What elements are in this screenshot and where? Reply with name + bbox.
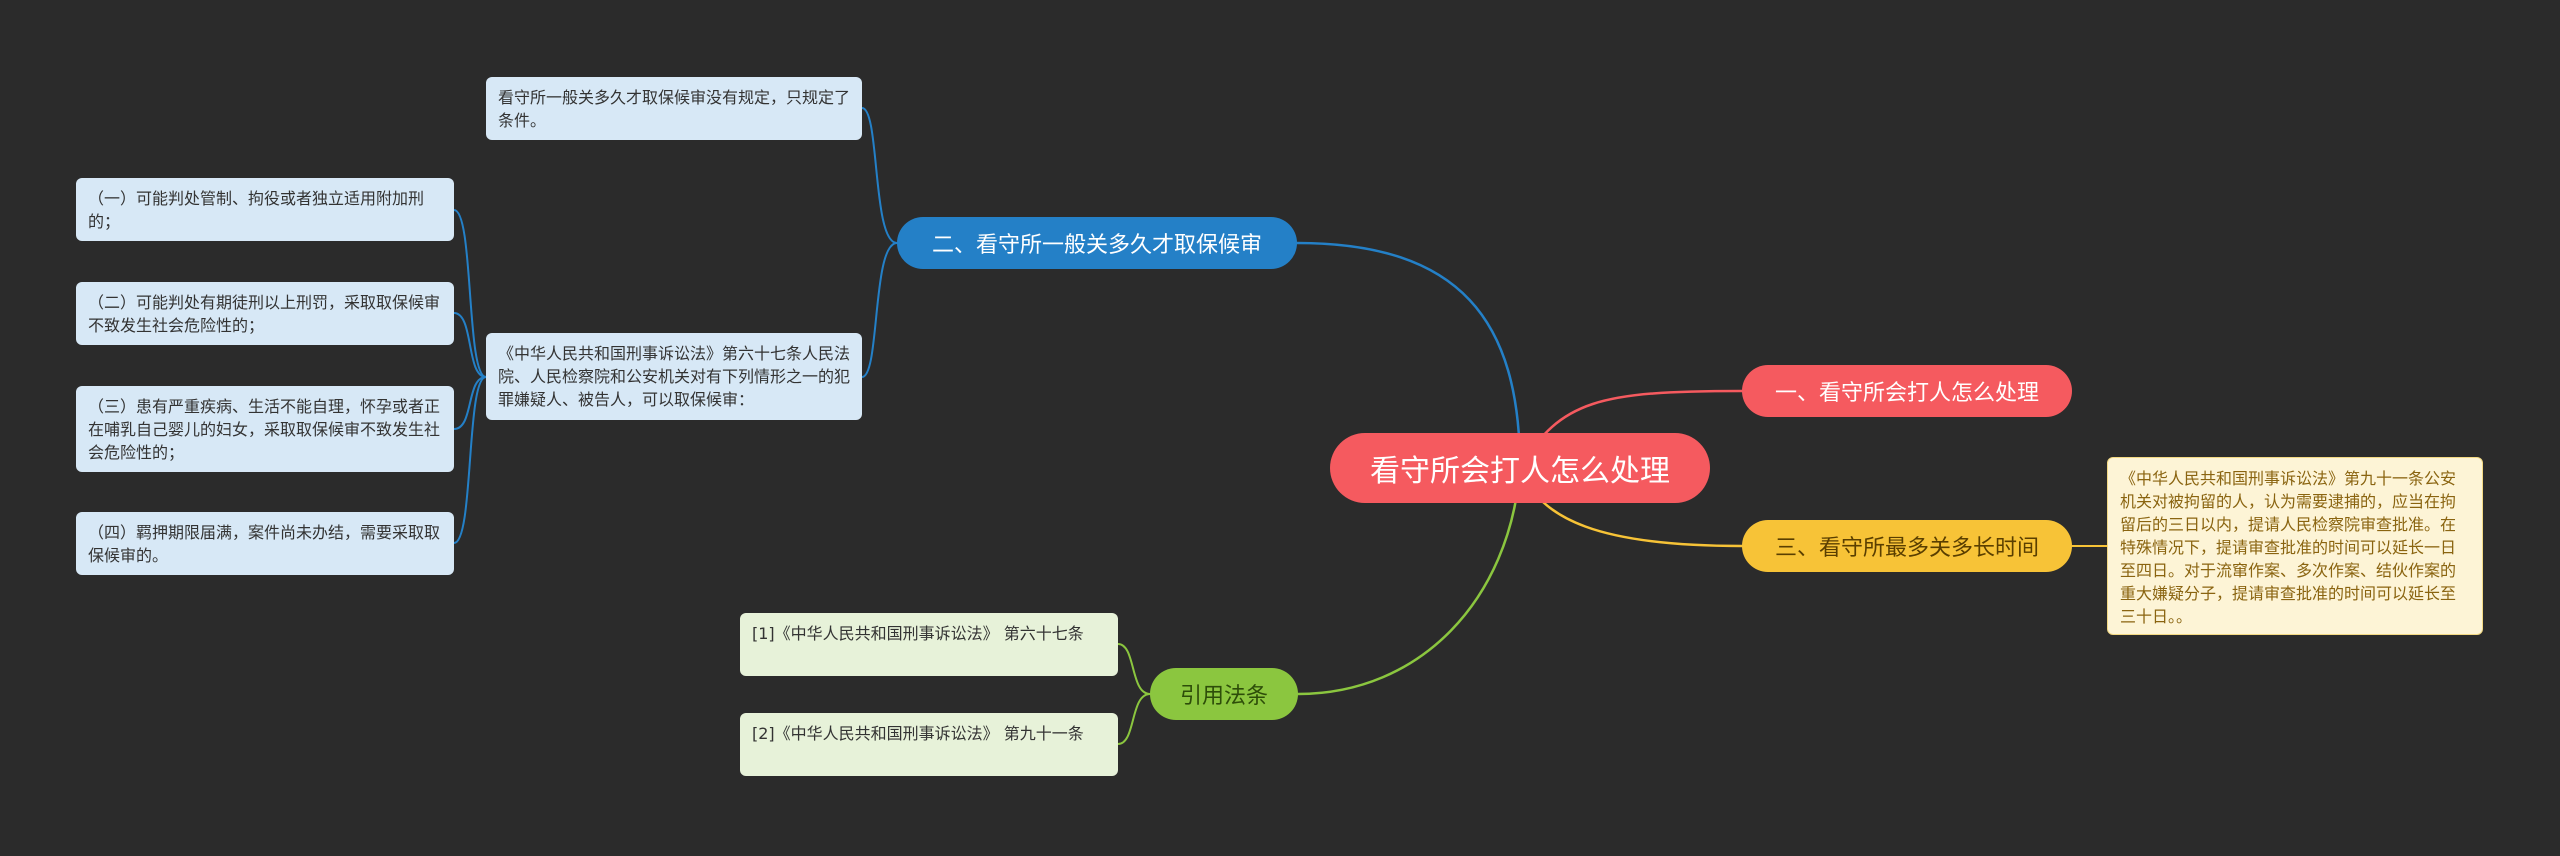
branch-node-bail-timing[interactable]: 二、看守所一般关多久才取保候审 (897, 217, 1297, 269)
link-b2-c2 (453, 312, 487, 378)
condition-item-3[interactable]: （三）患有严重疾病、生活不能自理，怀孕或者正在哺乳自己婴儿的妇女，采取取保候审不… (76, 386, 454, 472)
condition-item-1[interactable]: （一）可能判处管制、拘役或者独立适用附加刑的； (76, 178, 454, 241)
article-67-note[interactable]: 《中华人民共和国刑事诉讼法》第六十七条人民法院、人民检察院和公安机关对有下列情形… (486, 333, 862, 420)
root-node[interactable]: 看守所会打人怎么处理 (1330, 433, 1710, 503)
branch-node-how-to-handle[interactable]: 一、看守所会打人怎么处理 (1742, 365, 2072, 417)
link-blue-b1 (861, 107, 898, 244)
article-91-note[interactable]: 《中华人民共和国刑事诉讼法》第九十一条公安机关对被拘留的人，认为需要逮捕的，应当… (2107, 457, 2483, 635)
condition-item-4[interactable]: （四）羁押期限届满，案件尚未办结，需要采取取保候审的。 (76, 512, 454, 575)
link-blue-b2 (861, 242, 898, 378)
citation-item-2[interactable]: [2]《中华人民共和国刑事诉讼法》 第九十一条 (740, 713, 1118, 776)
link-b2-c3 (453, 376, 487, 430)
link-root-blue (1295, 241, 1522, 470)
citation-item-1[interactable]: [1]《中华人民共和国刑事诉讼法》 第六十七条 (740, 613, 1118, 676)
link-green-g2 (1117, 693, 1151, 745)
link-b2-c1 (453, 209, 487, 378)
link-root-green (1296, 466, 1522, 696)
branch-node-max-detention-time[interactable]: 三、看守所最多关多长时间 (1742, 520, 2072, 572)
bail-no-rule-note[interactable]: 看守所一般关多久才取保候审没有规定，只规定了条件。 (486, 77, 862, 140)
link-b2-c4 (453, 376, 487, 544)
condition-item-2[interactable]: （二）可能判处有期徒刑以上刑罚，采取取保候审不致发生社会危险性的； (76, 282, 454, 345)
link-green-g1 (1117, 643, 1151, 695)
branch-node-cited-laws[interactable]: 引用法条 (1150, 668, 1298, 720)
